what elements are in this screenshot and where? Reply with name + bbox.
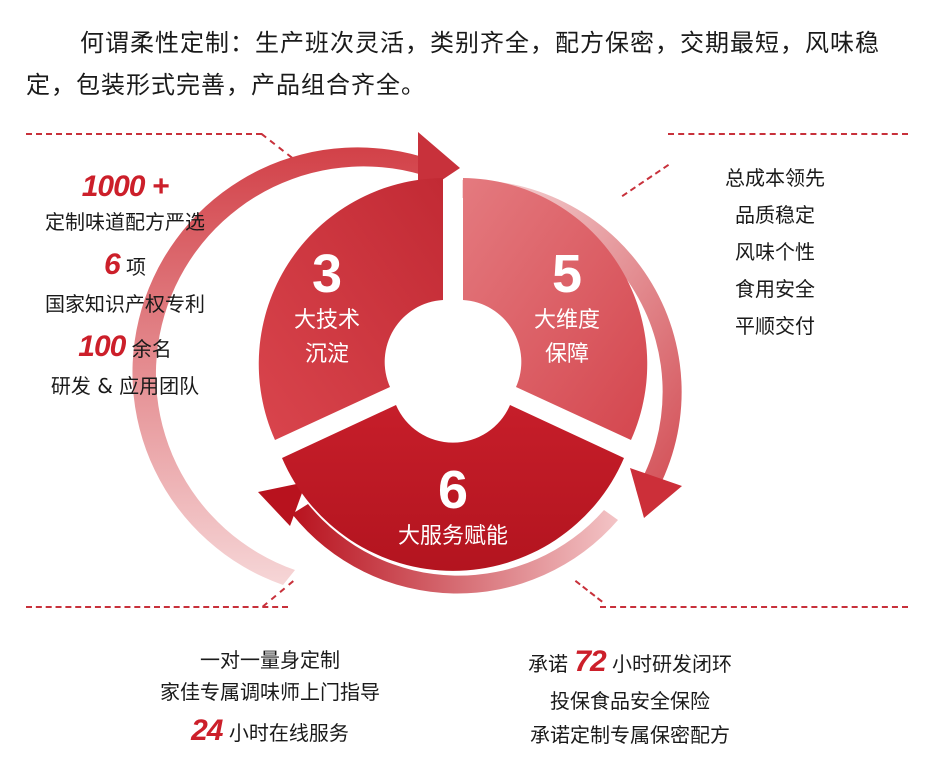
service-line-1: 一对一量身定制 [200,648,340,672]
segment-service-label: 大服务赋能 [397,524,508,549]
stat-formulas-number: 1000 + [81,170,170,203]
right-list-item: 风味个性 [735,240,815,264]
dashed-connector-bottom-left [26,606,288,608]
service-line-2: 家佳专属调味师上门指导 [160,680,380,704]
segment-technology [258,178,443,440]
commitment-line-3: 承诺定制专属保密配方 [530,723,730,747]
intro-paragraph: 何谓柔性定制：生产班次灵活，类别齐全，配方保密，交期最短，风味稳 定，包装形式完… [26,22,906,106]
right-list-item: 平顺交付 [735,314,815,338]
right-list-item: 食用安全 [735,277,815,301]
segment-technology-text: 3 大技术 沉淀 [272,244,382,372]
dashed-connector-bottom-right [600,606,908,608]
stat-formulas-desc: 定制味道配方严选 [45,210,205,234]
segment-guarantee-label-2: 保障 [544,342,589,367]
stat-team: 100 余名 [20,324,230,372]
segment-guarantee [463,178,648,440]
right-list-item: 总成本领先 [725,166,825,190]
segment-service-text: 6 大服务赋能 [370,460,536,554]
segment-technology-number: 3 [311,244,343,304]
bottom-right-commitments: 承诺 72 小时研发闭环 投保食品安全保险 承诺定制专属保密配方 [480,642,780,752]
stat-team-number: 100 [78,330,126,363]
stat-patents-unit: 项 [126,255,147,279]
dashed-connector-top-right [668,133,908,135]
commitment-line-2: 投保食品安全保险 [550,689,710,713]
segment-service [282,405,624,571]
stat-team-desc: 研发 & 应用团队 [50,374,200,398]
bottom-left-services: 一对一量身定制 家佳专属调味师上门指导 24 小时在线服务 [120,644,420,756]
left-stats: 1000 + 定制味道配方严选 6 项 国家知识产权专利 100 余名 研发 &… [20,168,230,400]
arrow-head-right [630,468,682,518]
segment-guarantee-label-1: 大维度 [533,308,600,333]
stat-patents: 6 项 [20,242,230,290]
intro-line-1: 何谓柔性定制：生产班次灵活，类别齐全，配方保密，交期最短，风味稳 [80,29,880,57]
intro-line-2: 定，包装形式完善，产品组合齐全。 [26,71,426,99]
commitment-prefix: 承诺 [527,652,568,676]
outer-arc-bottom [292,504,618,594]
dashed-connector-top-left [26,133,262,135]
segment-service-number: 6 [437,460,469,520]
right-list-item: 品质稳定 [735,203,815,227]
wheel-center-hole [391,300,515,424]
commitment-line-1: 承诺 72 小时研发闭环 [480,642,780,684]
service-hours-number: 24 [191,714,223,747]
segment-technology-label-2: 沉淀 [304,342,349,367]
service-line-3: 24 小时在线服务 [120,708,420,756]
outer-arc-right [462,179,682,500]
stat-patents-number: 6 [103,248,121,281]
segment-guarantee-text: 5 大维度 保障 [512,244,622,372]
stat-team-unit: 余名 [131,337,172,361]
stat-formulas: 1000 + [20,168,230,208]
arrow-head-bottom [258,482,306,526]
service-hours-text: 小时在线服务 [228,721,349,745]
commitment-suffix: 小时研发闭环 [612,652,733,676]
right-list: 总成本领先 品质稳定 风味个性 食用安全 平顺交付 [700,160,850,345]
segment-technology-label-1: 大技术 [293,308,360,333]
segment-guarantee-number: 5 [551,244,583,304]
stat-patents-desc: 国家知识产权专利 [45,292,205,316]
commitment-hours-number: 72 [574,645,606,678]
